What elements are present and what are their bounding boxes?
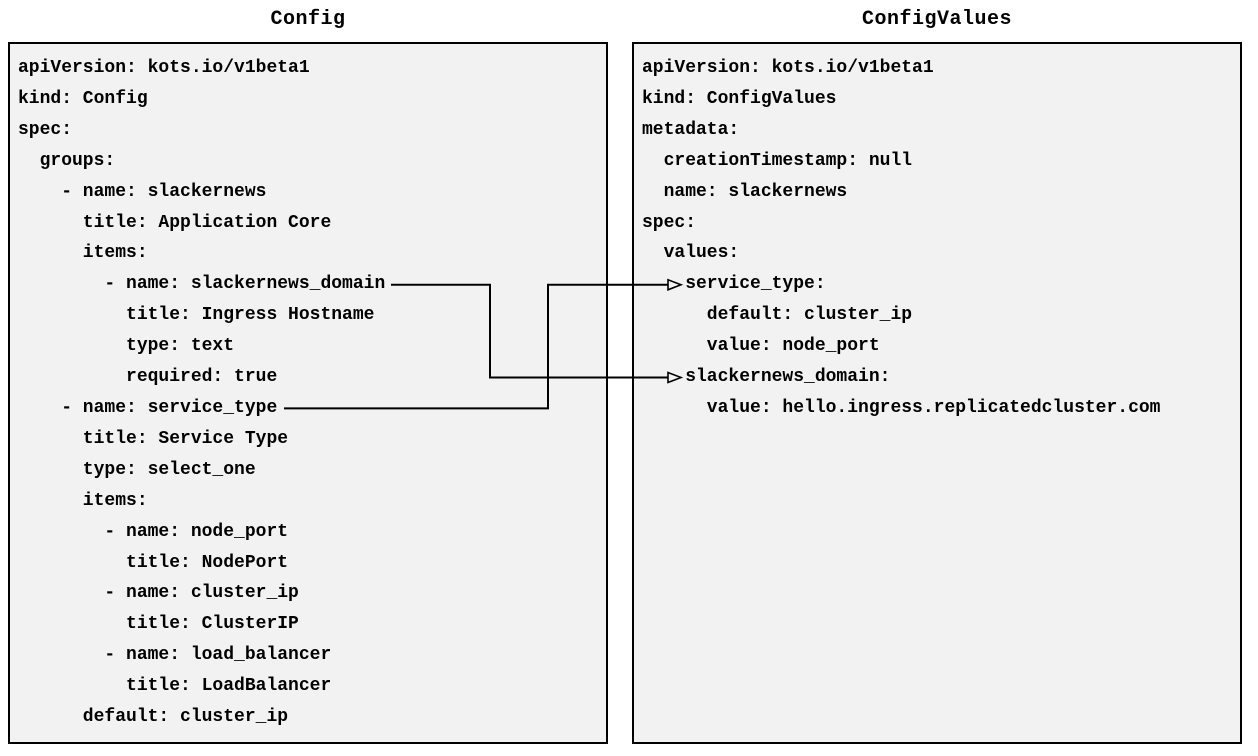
configvalues-yaml-code: apiVersion: kots.io/v1beta1 kind: Config… (642, 58, 1161, 418)
config-panel-title: Config (270, 8, 346, 31)
config-panel: apiVersion: kots.io/v1beta1 kind: Config… (8, 42, 608, 744)
configvalues-panel-title: ConfigValues (861, 8, 1013, 31)
config-yaml-code: apiVersion: kots.io/v1beta1 kind: Config… (18, 58, 386, 728)
configvalues-panel: apiVersion: kots.io/v1beta1 kind: Config… (632, 42, 1242, 744)
